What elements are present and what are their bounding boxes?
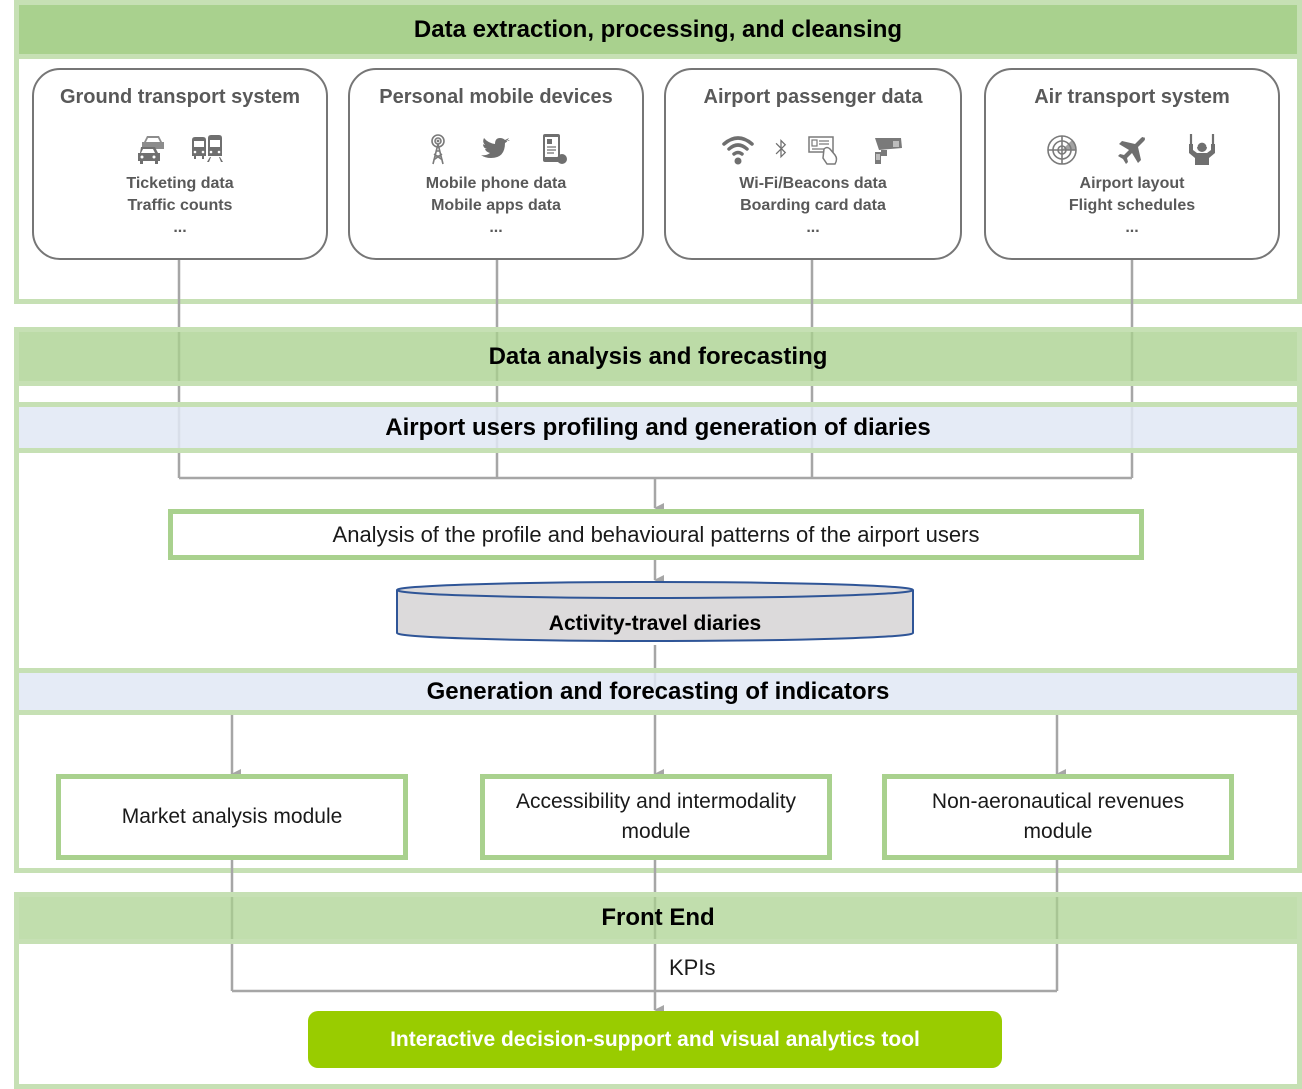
source-personal-mobile: Personal mobile devices Mobile phone dat… (348, 68, 644, 260)
market-analysis-module: Market analysis module (56, 774, 408, 860)
bus-train-icon (192, 135, 223, 162)
radar-icon (1047, 135, 1077, 165)
boarding-card-icon (808, 136, 838, 165)
indicators-header: Generation and forecasting of indicators (14, 668, 1302, 715)
source-line: Traffic counts (127, 197, 233, 214)
twitter-bird-icon (481, 138, 510, 158)
profiling-header: Airport users profiling and generation o… (14, 402, 1302, 453)
analysis-title: Data analysis and forecasting (488, 342, 828, 370)
source-line: Boarding card data (740, 197, 886, 214)
module-label: module (1023, 820, 1093, 843)
smartphone-app-icon (543, 134, 567, 164)
marshaller-icon (1189, 134, 1215, 165)
extraction-header: Data extraction, processing, and cleansi… (14, 0, 1302, 59)
source-line: Wi-Fi/Beacons data (739, 175, 887, 192)
non-aeronautical-module: Non-aeronautical revenues module (882, 774, 1234, 860)
source-title: Personal mobile devices (379, 86, 613, 108)
analysis-header: Data analysis and forecasting (14, 327, 1302, 386)
source-title: Air transport system (1034, 86, 1230, 108)
accessibility-module: Accessibility and intermodality module (480, 774, 832, 860)
module-label: Accessibility and intermodality (515, 790, 797, 813)
profiling-title: Airport users profiling and generation o… (385, 413, 931, 441)
profile-analysis-label: Analysis of the profile and behavioural … (332, 521, 980, 547)
source-title: Ground transport system (59, 86, 301, 108)
decision-support-tool: Interactive decision-support and visual … (308, 1011, 1002, 1068)
source-ellipsis: ... (489, 219, 503, 236)
tool-label: Interactive decision-support and visual … (390, 1027, 920, 1051)
module-label: module (621, 820, 691, 843)
source-ellipsis: ... (806, 219, 820, 236)
source-ellipsis: ... (1125, 219, 1139, 236)
module-label: Market analysis module (121, 805, 343, 828)
source-ground-transport: Ground transport system Ticketing data T… (32, 68, 328, 260)
source-title: Airport passenger data (703, 86, 923, 108)
source-line: Mobile apps data (431, 197, 561, 214)
profile-analysis-box: Analysis of the profile and behavioural … (168, 509, 1144, 560)
frontend-header: Front End (14, 892, 1302, 944)
airplane-icon (1118, 137, 1145, 164)
source-line: Flight schedules (1068, 197, 1196, 214)
cell-tower-icon (431, 134, 445, 165)
diaries-label: Activity-travel diaries (548, 612, 762, 635)
frontend-title: Front End (601, 904, 715, 931)
module-label: Non-aeronautical revenues (931, 790, 1185, 813)
cctv-camera-icon (875, 138, 902, 164)
kpi-label: KPIs (669, 955, 716, 980)
source-airport-passenger: Airport passenger data Wi-Fi/Beacons dat… (664, 68, 962, 260)
diaries-database-icon (396, 581, 914, 642)
extraction-title: Data extraction, processing, and cleansi… (413, 15, 903, 43)
source-ellipsis: ... (173, 219, 187, 236)
source-air-transport: Air transport system Airport layout Flig… (984, 68, 1280, 260)
cars-traffic-icon (138, 136, 164, 164)
source-line: Ticketing data (126, 175, 234, 192)
indicators-title: Generation and forecasting of indicators (426, 677, 890, 705)
source-line: Mobile phone data (425, 175, 567, 192)
source-line: Airport layout (1079, 175, 1185, 192)
wifi-icon (722, 136, 754, 165)
bluetooth-icon (775, 138, 787, 159)
